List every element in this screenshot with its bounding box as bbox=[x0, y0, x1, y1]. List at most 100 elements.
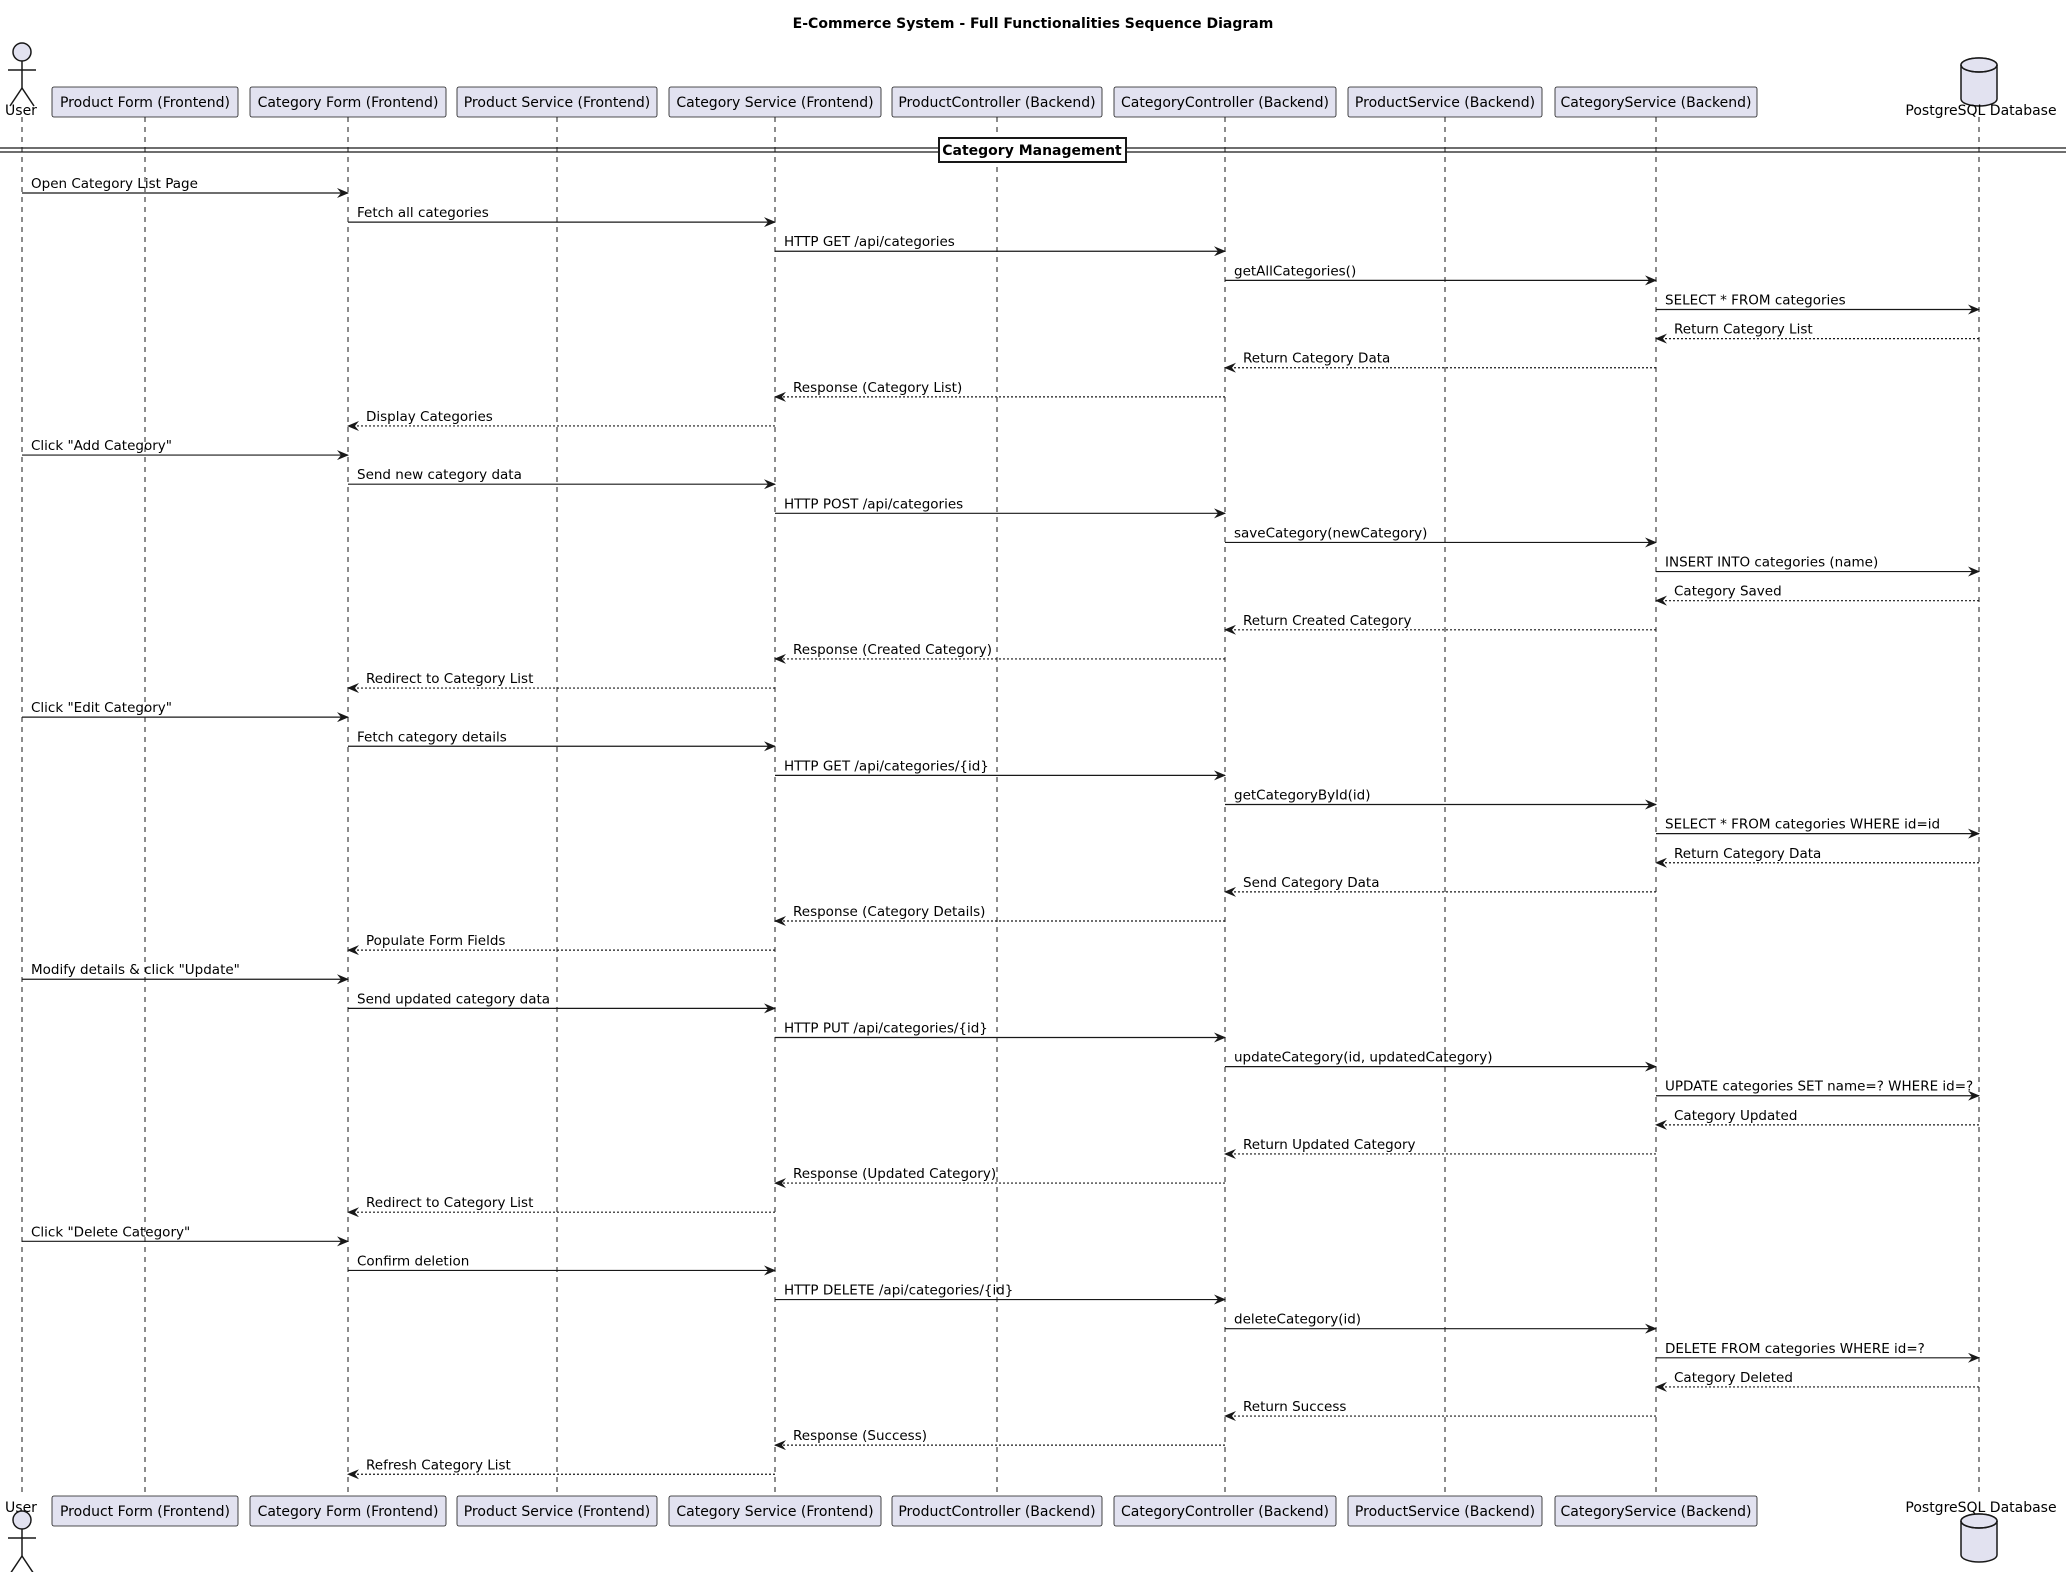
message-label: Click "Edit Category" bbox=[31, 700, 172, 716]
participant-box bbox=[1347, 86, 1543, 118]
message-call: Click "Add Category" bbox=[22, 438, 349, 461]
message-call: HTTP GET /api/categories bbox=[775, 234, 1226, 257]
message-call: INSERT INTO categories (name) bbox=[1656, 555, 1980, 577]
participant-pf-bottom: Product Form (Frontend) bbox=[51, 1495, 239, 1527]
participant-box bbox=[249, 86, 447, 118]
message-label: Response (Category Details) bbox=[793, 904, 985, 920]
participant-label: Product Service (Frontend) bbox=[464, 95, 651, 111]
message-return: Redirect to Category List bbox=[347, 1195, 775, 1218]
participant-box bbox=[1113, 1495, 1337, 1527]
participant-box bbox=[891, 1495, 1103, 1527]
participant-label: CategoryService (Backend) bbox=[1561, 95, 1752, 111]
participant-db-top: PostgreSQL Database bbox=[1905, 57, 2057, 119]
message-label: Refresh Category List bbox=[366, 1457, 511, 1473]
participant-label: ProductService (Backend) bbox=[1355, 95, 1535, 111]
participant-label: Product Form (Frontend) bbox=[60, 95, 230, 111]
message-label: Open Category List Page bbox=[31, 176, 198, 192]
message-return: Response (Updated Category) bbox=[774, 1166, 1225, 1189]
database-icon bbox=[1960, 57, 1998, 107]
message-return: Return Updated Category bbox=[1224, 1137, 1656, 1159]
participant-box bbox=[1113, 86, 1337, 118]
participant-box bbox=[668, 86, 882, 118]
participant-label: PostgreSQL Database bbox=[1905, 103, 2056, 119]
participant-pc-top: ProductController (Backend) bbox=[891, 86, 1103, 118]
message-return: Return Success bbox=[1224, 1399, 1656, 1422]
message-call: Click "Delete Category" bbox=[22, 1224, 349, 1247]
message-label: Fetch all categories bbox=[357, 205, 489, 221]
participant-cbs-top: CategoryService (Backend) bbox=[1554, 86, 1758, 118]
message-label: Category Updated bbox=[1674, 1108, 1797, 1124]
participant-box bbox=[1554, 1495, 1758, 1527]
participant-user-bottom: User bbox=[5, 1500, 37, 1572]
message-label: SELECT * FROM categories WHERE id=id bbox=[1665, 817, 1940, 833]
message-call: Click "Edit Category" bbox=[22, 700, 349, 723]
message-call: HTTP PUT /api/categories/{id} bbox=[775, 1020, 1226, 1043]
participant-label: CategoryService (Backend) bbox=[1561, 1504, 1752, 1520]
message-call: SELECT * FROM categories WHERE id=id bbox=[1656, 817, 1980, 839]
participant-label: Category Service (Frontend) bbox=[676, 1504, 873, 1520]
participant-box bbox=[249, 1495, 447, 1527]
message-call: Send new category data bbox=[348, 467, 776, 490]
message-return: Return Created Category bbox=[1224, 613, 1656, 635]
participant-ps-top: Product Service (Frontend) bbox=[456, 86, 658, 118]
participant-pf-top: Product Form (Frontend) bbox=[51, 86, 239, 118]
message-call: Fetch all categories bbox=[348, 205, 776, 228]
message-return: Return Category Data bbox=[1655, 846, 1979, 868]
message-label: Fetch category details bbox=[357, 729, 507, 745]
message-label: Send Category Data bbox=[1243, 875, 1379, 891]
message-return: Redirect to Category List bbox=[347, 671, 775, 694]
participant-box bbox=[1554, 86, 1758, 118]
message-label: Return Category List bbox=[1674, 322, 1813, 338]
participant-box bbox=[456, 1495, 658, 1527]
message-return: Category Deleted bbox=[1655, 1370, 1979, 1392]
message-label: DELETE FROM categories WHERE id=? bbox=[1665, 1341, 1925, 1357]
participant-label: User bbox=[5, 1500, 37, 1516]
message-call: Fetch category details bbox=[348, 729, 776, 752]
participant-cs-bottom: Category Service (Frontend) bbox=[668, 1495, 882, 1527]
message-label: Response (Updated Category) bbox=[793, 1166, 996, 1182]
message-call: deleteCategory(id) bbox=[1225, 1312, 1657, 1334]
message-call: HTTP GET /api/categories/{id} bbox=[775, 758, 1226, 781]
participant-box bbox=[51, 1495, 239, 1527]
message-label: Category Saved bbox=[1674, 584, 1782, 600]
database-icon bbox=[1960, 1513, 1998, 1563]
message-label: Response (Success) bbox=[793, 1428, 927, 1444]
message-call: Confirm deletion bbox=[348, 1253, 776, 1276]
message-label: updateCategory(id, updatedCategory) bbox=[1234, 1050, 1492, 1066]
participant-pbs-top: ProductService (Backend) bbox=[1347, 86, 1543, 118]
message-label: Redirect to Category List bbox=[366, 1195, 533, 1211]
message-label: Return Category Data bbox=[1243, 351, 1390, 367]
message-call: saveCategory(newCategory) bbox=[1225, 525, 1657, 548]
participant-label: Product Form (Frontend) bbox=[60, 1504, 230, 1520]
message-label: getCategoryById(id) bbox=[1234, 788, 1371, 804]
participant-label: ProductController (Backend) bbox=[898, 95, 1095, 111]
message-label: Redirect to Category List bbox=[366, 671, 533, 687]
message-label: deleteCategory(id) bbox=[1234, 1312, 1361, 1328]
message-call: HTTP POST /api/categories bbox=[775, 496, 1226, 519]
participant-label: CategoryController (Backend) bbox=[1121, 95, 1329, 111]
message-label: HTTP GET /api/categories bbox=[784, 234, 955, 250]
message-return: Response (Category List) bbox=[774, 380, 1225, 402]
message-label: getAllCategories() bbox=[1234, 263, 1356, 279]
message-label: Send new category data bbox=[357, 467, 522, 483]
participant-ps-bottom: Product Service (Frontend) bbox=[456, 1495, 658, 1527]
message-label: Modify details & click "Update" bbox=[31, 962, 240, 978]
participant-box bbox=[456, 86, 658, 118]
message-label: Return Created Category bbox=[1243, 613, 1411, 629]
message-return: Send Category Data bbox=[1224, 875, 1656, 897]
message-return: Return Category Data bbox=[1224, 351, 1656, 373]
participant-box bbox=[891, 86, 1103, 118]
message-label: UPDATE categories SET name=? WHERE id=? bbox=[1665, 1079, 1973, 1095]
message-label: Display Categories bbox=[366, 409, 493, 425]
participant-label: Category Service (Frontend) bbox=[676, 95, 873, 111]
message-return: Category Updated bbox=[1655, 1108, 1979, 1130]
message-label: Click "Add Category" bbox=[31, 438, 172, 454]
participant-cf-top: Category Form (Frontend) bbox=[249, 86, 447, 118]
participant-label: Category Form (Frontend) bbox=[258, 1504, 439, 1520]
message-label: Return Success bbox=[1243, 1399, 1346, 1415]
participant-label: ProductController (Backend) bbox=[898, 1504, 1095, 1520]
message-label: saveCategory(newCategory) bbox=[1234, 525, 1427, 541]
participant-cs-top: Category Service (Frontend) bbox=[668, 86, 882, 118]
